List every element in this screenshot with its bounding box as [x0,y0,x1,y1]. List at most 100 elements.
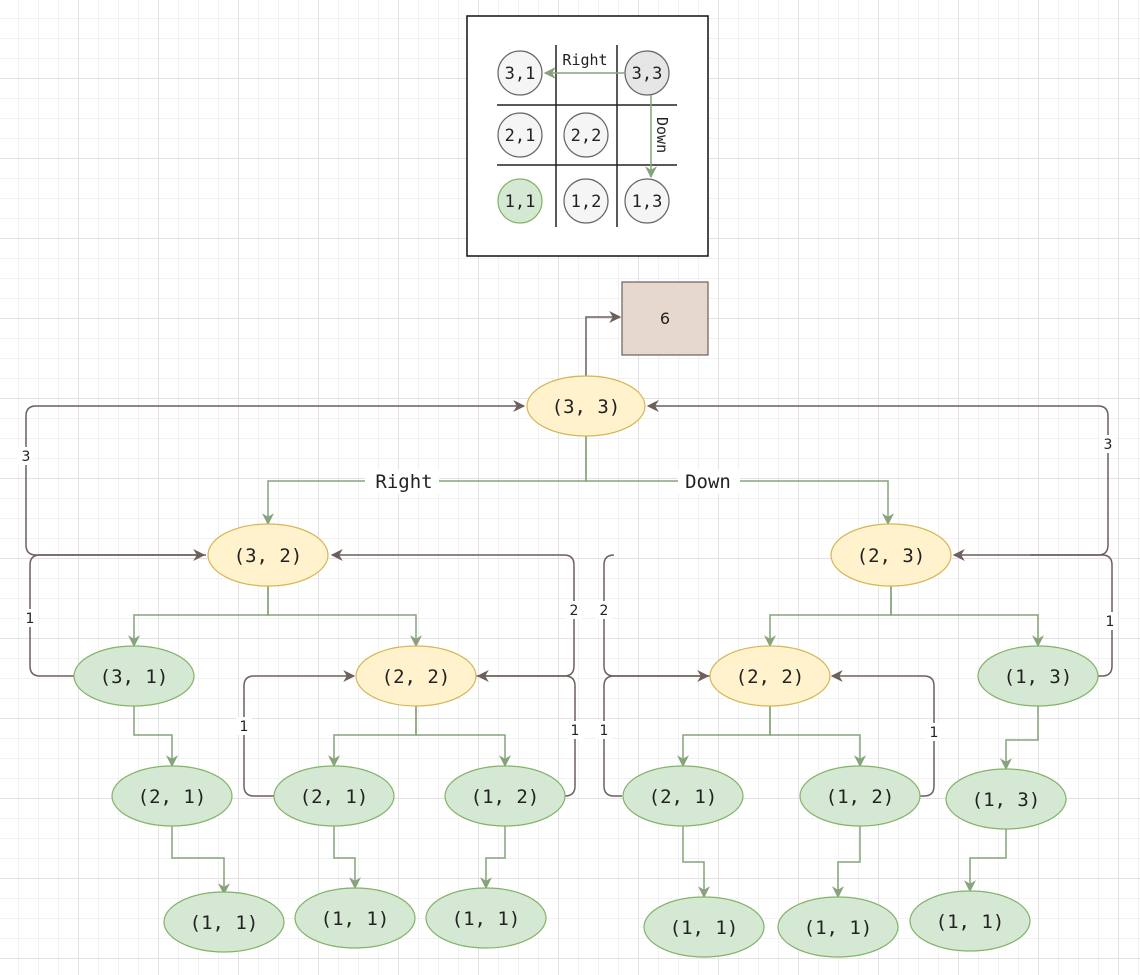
edge-23-13 [890,586,1044,648]
edge-13b-leaf6 [964,829,1007,893]
grid-cell-label: 2,2 [571,126,602,146]
edge-21b-leaf2 [333,826,361,890]
return-l21-to-l22 [243,670,356,797]
edge-r22-21 [677,706,771,768]
return-l12-to-l22 [476,670,576,797]
return-label-bg [236,717,252,735]
node-leaf-1-1 [425,887,547,949]
return-edges [25,400,1113,797]
edge-23-22 [764,586,892,648]
return-value-label: 1 [930,725,939,741]
edge-r22-12 [769,706,866,768]
grid-cell-label: 1,2 [571,192,602,212]
node-left-2-2 [355,645,477,707]
grid-cell-label: 3,3 [632,64,663,84]
grid-cell-label: 1,1 [505,192,536,212]
return-value-label: 2 [570,603,579,619]
edge-12-leaf3 [480,826,506,890]
edge-right-label: Right [375,471,432,493]
return-label-bg [566,601,582,619]
result-arrow [585,311,622,377]
node-label: (1, 1) [452,908,521,930]
edge-13-13b [1000,706,1039,771]
node-label: (1, 1) [670,917,739,939]
node-leaf-1-1 [909,890,1031,952]
edge-21-leaf1 [171,826,230,896]
return-value-label: 1 [240,719,249,735]
grid-cell-circle [563,178,609,224]
grid-cell-circle [563,112,609,158]
node-label: (1, 1) [190,912,259,934]
return-value-label: 3 [1104,437,1113,453]
return-value-label: 1 [26,611,35,627]
node-label: (1, 2) [471,786,540,808]
node-label: (1, 2) [826,786,895,808]
node-2-3 [830,523,952,587]
node-label: (3, 1) [100,666,169,688]
grid-down-label: Down [653,117,671,153]
edge-32-22 [267,586,422,648]
node-label: (1, 3) [1004,666,1073,688]
return-label-bg [926,723,942,741]
node-leaf-1-1 [777,896,899,958]
node-1-3 [977,645,1099,707]
return-32-to-root [25,400,526,556]
return-value-label: 1 [1106,614,1115,630]
node-1-2 [444,765,566,827]
node-leaf-1-1 [294,887,416,949]
grid-cell-label: 1,3 [632,192,663,212]
node-label: (1, 1) [321,908,390,930]
node-label: (1, 3) [972,789,1041,811]
node-leaf-1-1 [643,896,765,958]
grid-example: 3,1 3,3 2,1 2,2 1,1 1,2 1,3 Right Down [466,15,709,257]
grid-cell-circle [624,178,670,224]
result-box [621,281,709,356]
grid-cell-label: 3,1 [505,64,536,84]
grid-cell-label: 2,1 [505,126,536,146]
node-label: (1, 1) [936,911,1005,933]
node-label: (2, 2) [736,666,805,688]
edge-right-label-bg [365,470,439,494]
edge-down-label: Down [685,471,731,493]
node-2-1 [111,765,233,827]
return-label-bg [1102,612,1118,630]
return-value-label: 3 [22,449,31,465]
return-label-bg [18,447,34,465]
node-label: (3, 3) [552,396,621,418]
node-label: (1, 1) [804,917,873,939]
node-right-2-2 [709,645,831,707]
node-label: (2, 2) [382,666,451,688]
node-1-3 [945,768,1067,830]
node-2-1 [622,765,744,827]
call-edges [128,435,1044,899]
node-3-1 [73,645,195,707]
node-leaf-1-1 [163,891,285,953]
edge-down-label-bg [678,470,740,494]
return-label-bg [22,609,38,627]
return-value-label: 1 [571,723,580,739]
node-3-2 [207,523,329,587]
node-label: (2, 1) [300,786,369,808]
return-value-label: 2 [600,603,609,619]
node-label: (2, 1) [138,786,207,808]
edge-l22-21 [328,706,417,768]
return-value-label: 1 [600,723,609,739]
edge-32-31 [128,586,269,648]
return-r22-to-23 [603,554,710,677]
return-label-bg [1100,435,1116,453]
grid-cell-circle [497,50,543,96]
node-label: (3, 2) [234,545,303,567]
edge-31-21 [133,706,178,768]
return-label-bg [596,601,612,619]
result-value: 6 [660,309,670,328]
node-1-2 [799,765,921,827]
node-label: (2, 1) [649,786,718,808]
grid-cell-circle [497,112,543,158]
node-root [526,375,646,437]
grid-right-label: Right [562,51,607,69]
grid-cell-circle-target [497,178,543,224]
edge-l22-12 [415,706,511,768]
edge-r21-leaf4 [682,826,710,899]
node-2-1 [273,765,395,827]
return-label-bg [596,721,612,739]
